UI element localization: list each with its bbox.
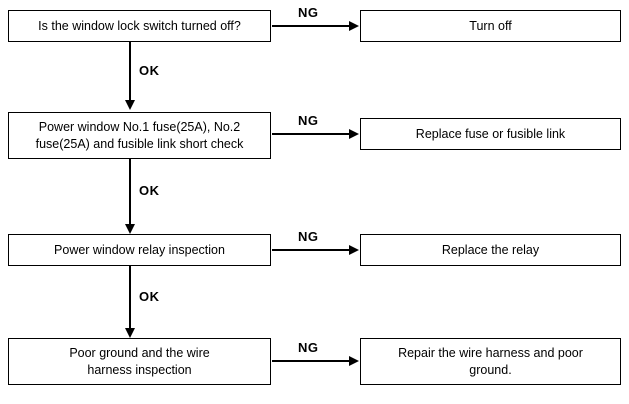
ok-label-2: OK	[139, 183, 160, 198]
ng-arrowhead-right-3-icon	[349, 245, 359, 255]
ng-arrow-line-1	[272, 25, 350, 27]
ng-arrow-line-2	[272, 133, 350, 135]
step-3-question-box: Power window relay inspection	[8, 234, 271, 266]
ng-arrow-line-4	[272, 360, 350, 362]
ng-label-1: NG	[298, 5, 319, 20]
step-3-action-box: Replace the relay	[360, 234, 621, 266]
ng-arrowhead-right-2-icon	[349, 129, 359, 139]
step-2-action-box: Replace fuse or fusible link	[360, 118, 621, 150]
ng-label-3: NG	[298, 229, 319, 244]
ng-label-2: NG	[298, 113, 319, 128]
ng-label-4: NG	[298, 340, 319, 355]
step-4-action-box: Repair the wire harness and poor ground.	[360, 338, 621, 385]
ok-arrow-line-1	[129, 42, 131, 101]
ok-arrow-line-2	[129, 159, 131, 224]
ok-arrow-line-3	[129, 266, 131, 328]
step-1-question-box: Is the window lock switch turned off?	[8, 10, 271, 42]
ok-label-1: OK	[139, 63, 160, 78]
ok-arrowhead-down-2-icon	[125, 224, 135, 234]
ng-arrow-line-3	[272, 249, 350, 251]
ok-label-3: OK	[139, 289, 160, 304]
step-4-question-box: Poor ground and the wire harness inspect…	[8, 338, 271, 385]
ok-arrowhead-down-3-icon	[125, 328, 135, 338]
ng-arrowhead-right-1-icon	[349, 21, 359, 31]
step-2-question-box: Power window No.1 fuse(25A), No.2 fuse(2…	[8, 112, 271, 159]
ok-arrowhead-down-1-icon	[125, 100, 135, 110]
step-1-action-box: Turn off	[360, 10, 621, 42]
ng-arrowhead-right-4-icon	[349, 356, 359, 366]
